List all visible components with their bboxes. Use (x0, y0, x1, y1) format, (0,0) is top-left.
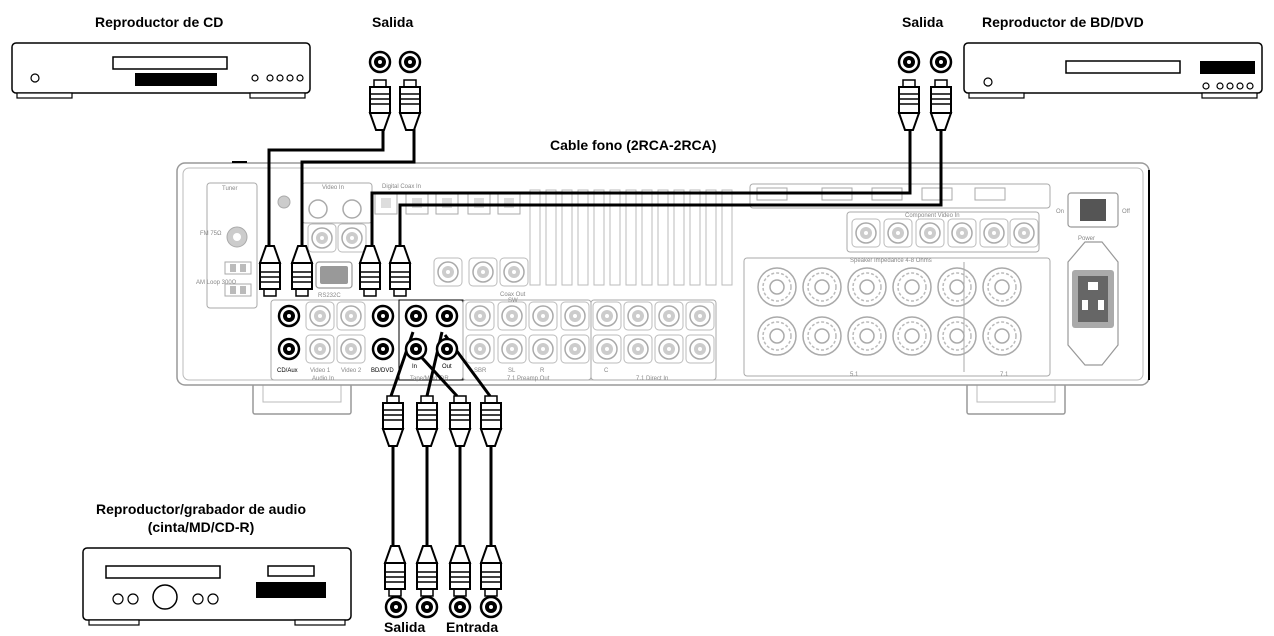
fm-label: FM 75Ω (200, 231, 222, 237)
cd-output-plug-left (369, 79, 391, 131)
input-label-bottom: Entrada (446, 619, 499, 635)
video1-label: Video 1 (310, 368, 331, 374)
tape-out-label: Out (442, 364, 452, 370)
video2-label: Video 2 (341, 368, 362, 374)
receiver-back-panel: Tuner FM 75Ω AM Loop 300Ω Video In Digit… (176, 161, 1150, 415)
cd-player (11, 42, 311, 99)
bd-output-plug-left (898, 79, 920, 131)
rs232c-label: RS232C (318, 293, 341, 299)
c-label: C (604, 368, 609, 374)
audio-recorder-label-line1: Reproductor/grabador de audio (95, 501, 306, 517)
recorder-jacks (384, 595, 503, 619)
am-label: AM Loop 300Ω (196, 280, 237, 286)
ch71-label: 7.1 (1000, 372, 1009, 378)
recorder-plug-1 (384, 545, 406, 597)
tape-plug-3 (449, 395, 471, 447)
bd-output-jacks (897, 50, 953, 74)
sbr-label: SBR (474, 368, 487, 374)
ch51-label: 5.1 (850, 372, 859, 378)
preamp-out-label: 7.1 Preamp Out (507, 376, 550, 382)
component-video-in-label: Component Video In (905, 213, 960, 219)
bd-dvd-plug-left (359, 245, 381, 297)
recorder-plug-3 (449, 545, 471, 597)
bd-output-plug-right (930, 79, 952, 131)
cable-label: Cable fono (2RCA-2RCA) (550, 137, 717, 153)
video-in-label: Video In (322, 185, 344, 191)
sw-label: SW (508, 298, 518, 304)
bd-player-label: Reproductor de BD/DVD (982, 14, 1144, 30)
cd-output-jacks (368, 50, 422, 74)
r-label: R (540, 368, 545, 374)
output-label-bottom: Salida (384, 619, 426, 635)
bd-dvd-label: BD/DVD (371, 368, 394, 374)
output-label-cd: Salida (372, 14, 414, 30)
bd-dvd-plug-right (389, 245, 411, 297)
cd-player-label: Reproductor de CD (95, 14, 224, 30)
audio-in-label: Audio In (312, 376, 334, 382)
tape-in-label: In (412, 364, 417, 370)
power-on-label: On (1056, 209, 1064, 215)
power-off-label: Off (1122, 209, 1130, 215)
tuner-label: Tuner (222, 186, 237, 192)
cables (267, 127, 943, 550)
tape-plug-1 (382, 395, 404, 447)
audio-recorder-label: Reproductor/grabador de audio (cinta/MD/… (86, 500, 316, 536)
bd-player (963, 42, 1263, 99)
recorder-plug-4 (480, 545, 502, 597)
output-label-bd: Salida (902, 14, 944, 30)
tape-plug-4 (480, 395, 502, 447)
power-label: Power (1078, 236, 1095, 242)
tape-plug-2 (416, 395, 438, 447)
coax-out-label: Coax Out (500, 292, 526, 298)
cd-aux-plug-left (259, 245, 281, 297)
cd-aux-label: CD/Aux (277, 368, 298, 374)
audio-recorder (82, 547, 352, 626)
audio-recorder-label-line2: (cinta/MD/CD-R) (147, 519, 255, 535)
cd-output-plug-right (399, 79, 421, 131)
cd-aux-plug-right (291, 245, 313, 297)
recorder-plug-2 (416, 545, 438, 597)
direct-in-label: 7.1 Direct In (636, 376, 668, 382)
digital-coax-in-label: Digital Coax In (382, 184, 421, 190)
speaker-impedance-label: Speaker Impedance 4-8 Ohms (850, 258, 932, 264)
sl-label: SL (508, 368, 516, 374)
